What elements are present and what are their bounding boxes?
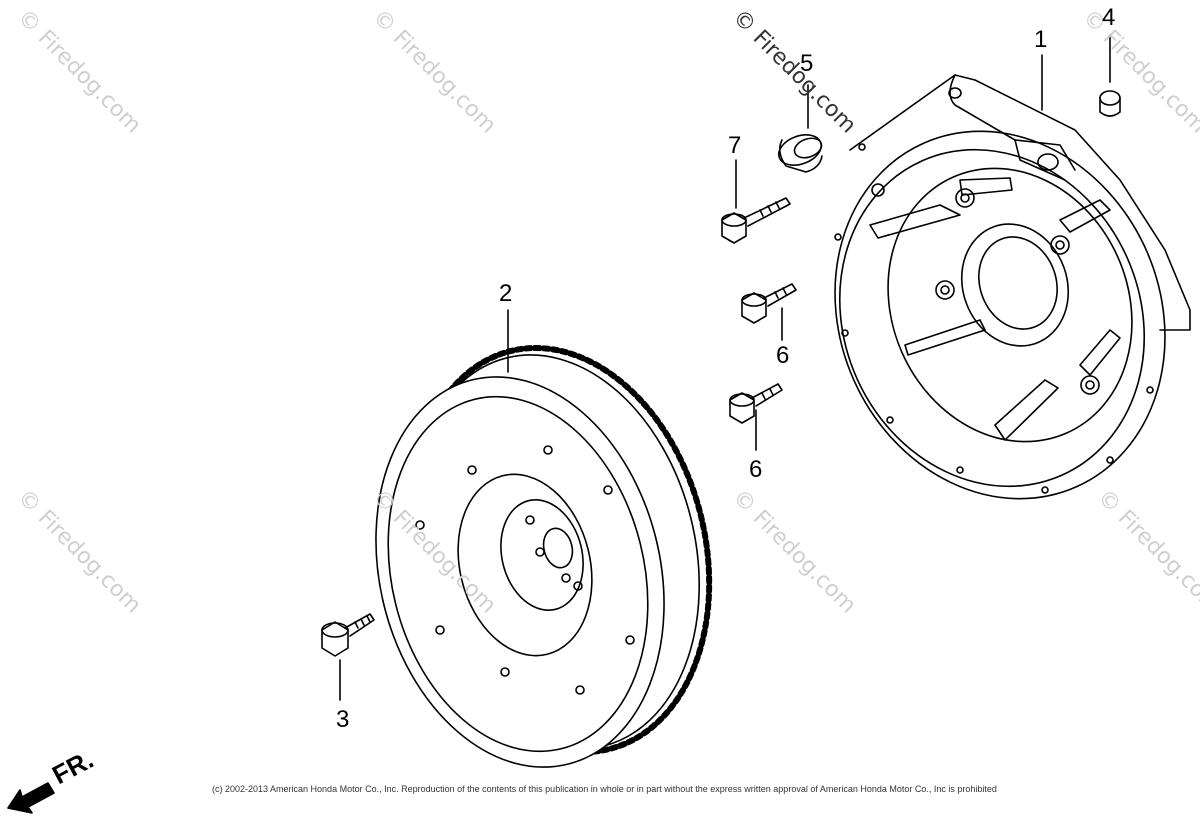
callout-3: 3 [336,706,350,733]
callout-1: 1 [1034,26,1048,53]
part-4-collar [1099,34,1121,117]
part-1-housing [834,74,1191,500]
part-3-bolt [321,613,375,701]
callout-5: 5 [800,50,814,77]
part-5-grommet [777,84,823,173]
callout-7: 7 [728,132,742,159]
callout-2: 2 [499,280,513,307]
part-7-bolt [721,159,791,244]
callout-4: 4 [1102,4,1116,31]
copyright-notice: (c) 2002-2013 American Honda Motor Co., … [212,784,997,794]
callout-6a: 6 [776,342,790,369]
part-6a-bolt [741,283,797,341]
callout-6b: 6 [749,456,763,483]
direction-arrow-icon [7,782,55,814]
part-2-flywheel [375,309,713,768]
part-6b-bolt [729,383,783,451]
